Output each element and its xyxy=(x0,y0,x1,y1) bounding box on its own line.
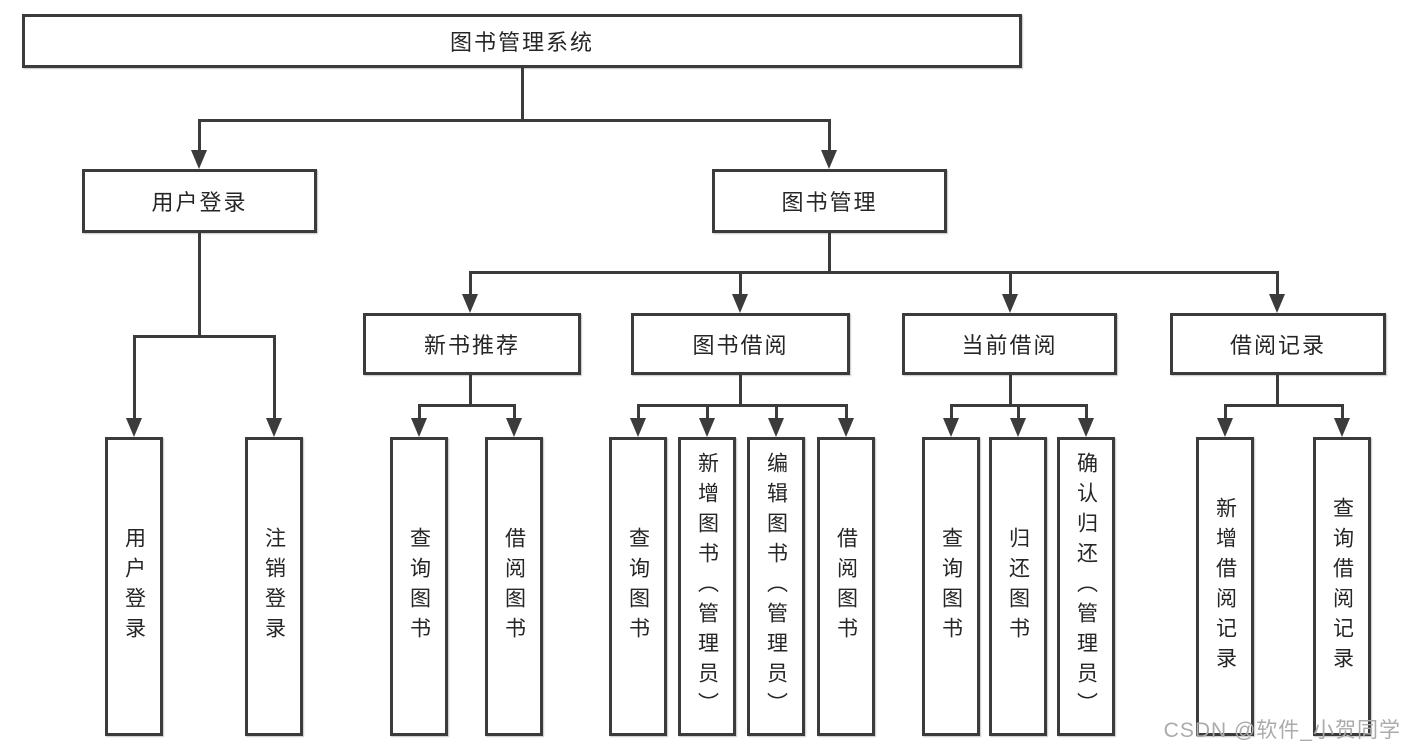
leaf-label: 查询图书 xyxy=(626,526,650,647)
connector-stub xyxy=(949,404,953,421)
arrow-down-icon xyxy=(126,418,142,437)
leaf-borrow-books: 借阅图书 xyxy=(817,437,875,736)
arrow-down-icon xyxy=(1010,418,1026,437)
connector-stub xyxy=(844,404,848,421)
leaf-confirm-return-admin: 确认归还（管理员） xyxy=(1057,437,1115,736)
leaf-return-books: 归还图书 xyxy=(989,437,1047,736)
leaf-label: 注销登录 xyxy=(262,526,286,647)
connector-level3-hbar xyxy=(468,271,1279,274)
leaf-recommend-borrow-books: 借阅图书 xyxy=(485,437,543,736)
leaf-add-borrow-record: 新增借阅记录 xyxy=(1196,437,1254,736)
arrow-down-icon xyxy=(1078,418,1094,437)
node-library-system: 图书管理系统 xyxy=(22,14,1022,68)
leaf-label: 新增图书（管理员） xyxy=(695,451,719,722)
leaf-edit-books-admin: 编辑图书（管理员） xyxy=(747,437,805,736)
arrow-down-icon xyxy=(411,418,427,437)
leaf-label: 编辑图书（管理员） xyxy=(764,451,788,722)
arrow-down-icon xyxy=(1269,294,1285,313)
leaf-user-login: 用户登录 xyxy=(105,437,163,736)
arrow-down-icon xyxy=(732,294,748,313)
node-current-borrow: 当前借阅 xyxy=(902,313,1117,375)
connector-stub xyxy=(1008,271,1012,298)
connector-stub xyxy=(1275,271,1279,298)
connector-stub xyxy=(705,404,709,421)
leaf-label: 新增借阅记录 xyxy=(1213,496,1237,677)
connector-bookmgmt-vline xyxy=(827,233,831,274)
connector-stub xyxy=(827,118,831,153)
connector-stub xyxy=(1084,404,1088,421)
connector-stub xyxy=(197,118,201,153)
leaf-recommend-query-books: 查询图书 xyxy=(390,437,448,736)
node-label: 当前借阅 xyxy=(961,333,1058,358)
node-label: 用户登录 xyxy=(151,190,248,215)
leaf-logout: 注销登录 xyxy=(245,437,303,736)
connector-userlogin-hbar xyxy=(132,335,276,338)
arrow-down-icon xyxy=(506,418,522,437)
node-label: 借阅记录 xyxy=(1229,333,1326,358)
arrow-down-icon xyxy=(768,418,784,437)
leaf-borrow-query-books: 查询图书 xyxy=(609,437,667,736)
connector-stub xyxy=(1340,404,1344,421)
arrow-down-icon xyxy=(1334,418,1350,437)
leaf-label: 借阅图书 xyxy=(834,526,858,647)
connector-level2-hbar xyxy=(197,118,831,122)
connector-borrow-vline xyxy=(738,375,742,407)
leaf-current-query-books: 查询图书 xyxy=(922,437,980,736)
leaf-label: 查询借阅记录 xyxy=(1330,496,1354,677)
node-label: 新书推荐 xyxy=(423,333,520,358)
connector-stub xyxy=(738,271,742,298)
arrow-down-icon xyxy=(266,418,282,437)
arrow-down-icon xyxy=(838,418,854,437)
connector-recommend-hbar xyxy=(417,404,516,407)
leaf-label: 归还图书 xyxy=(1006,526,1030,647)
connector-borrow-hbar xyxy=(636,404,848,407)
node-book-management: 图书管理 xyxy=(712,169,947,233)
node-book-borrow: 图书借阅 xyxy=(631,313,850,375)
leaf-label: 查询图书 xyxy=(407,526,431,647)
arrow-down-icon xyxy=(821,150,837,169)
node-borrow-records: 借阅记录 xyxy=(1170,313,1386,375)
leaf-label: 查询图书 xyxy=(939,526,963,647)
connector-stub xyxy=(1223,404,1227,421)
connector-stub xyxy=(468,271,472,298)
connector-stub xyxy=(1016,404,1020,421)
connector-current-vline xyxy=(1008,375,1012,407)
connector-stub xyxy=(636,404,640,421)
node-label: 图书管理系统 xyxy=(449,30,594,55)
leaf-query-borrow-record: 查询借阅记录 xyxy=(1313,437,1371,736)
arrow-down-icon xyxy=(1217,418,1233,437)
leaf-label: 借阅图书 xyxy=(502,526,526,647)
arrow-down-icon xyxy=(943,418,959,437)
node-label: 图书管理 xyxy=(781,190,878,215)
node-user-login: 用户登录 xyxy=(82,169,317,233)
arrow-down-icon xyxy=(699,418,715,437)
connector-stub xyxy=(272,335,276,421)
arrow-down-icon xyxy=(462,294,478,313)
leaf-label: 用户登录 xyxy=(122,526,146,647)
leaf-add-books-admin: 新增图书（管理员） xyxy=(678,437,736,736)
connector-records-hbar xyxy=(1223,404,1344,407)
connector-records-vline xyxy=(1275,375,1279,407)
node-label: 图书借阅 xyxy=(692,333,789,358)
arrow-down-icon xyxy=(1002,294,1018,313)
arrow-down-icon xyxy=(191,150,207,169)
connector-stub xyxy=(512,404,516,421)
connector-stub xyxy=(417,404,421,421)
connector-stub xyxy=(132,335,136,421)
connector-recommend-vline xyxy=(468,375,472,407)
leaf-label: 确认归还（管理员） xyxy=(1074,451,1098,722)
connector-root-vline xyxy=(520,68,524,121)
arrow-down-icon xyxy=(630,418,646,437)
connector-userlogin-vline xyxy=(197,233,201,338)
connector-stub xyxy=(774,404,778,421)
watermark: CSDN @软件_小贺同学 xyxy=(1163,719,1401,742)
node-new-book-recommend: 新书推荐 xyxy=(363,313,581,375)
